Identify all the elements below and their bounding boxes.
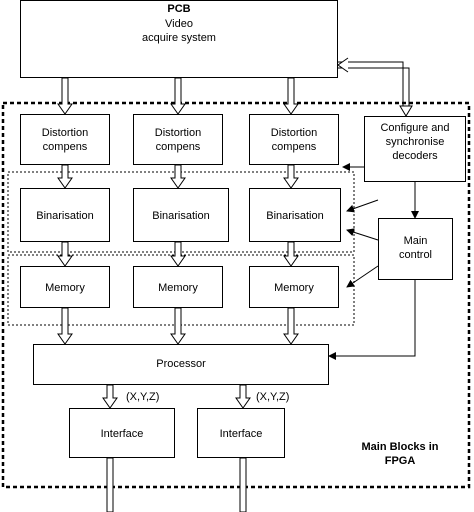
pcb-line2: acquire system [142, 32, 216, 44]
configure-line1: Configure and [380, 122, 450, 134]
configure-line3: decoders [392, 150, 438, 162]
memory-label-1: Memory [45, 282, 85, 294]
configure-line2: synchronise [385, 136, 445, 148]
memory-box-1 [20, 266, 110, 308]
memory-box-2 [133, 266, 223, 308]
interface-box-1 [69, 408, 175, 458]
distortion-label-3a: Distortion [270, 127, 318, 139]
distortion-label-1a: Distortion [41, 127, 89, 139]
configure-box [364, 116, 466, 182]
distortion-label-2a: Distortion [154, 127, 202, 139]
distortion-label-1b: compens [42, 141, 88, 153]
fpga-boundary [1, 101, 471, 489]
control-arrows [328, 163, 416, 360]
pcb-box [20, 0, 338, 78]
pcb-line1: Video [165, 18, 193, 30]
main-control-box [378, 218, 453, 280]
distortion-box-3 [249, 114, 339, 165]
fpga-caption-line1: Main Blocks in [361, 441, 439, 453]
memory-label-2: Memory [158, 282, 198, 294]
main-control-line1: Main [403, 235, 428, 247]
processor-label: Processor [156, 358, 206, 370]
memory-box-3 [249, 266, 339, 308]
processor-to-interface-arrows [102, 384, 251, 409]
pcb-title: PCB [167, 3, 191, 15]
pcb-to-distortion-arrows [57, 77, 299, 115]
pcb-configure-link [337, 57, 413, 117]
memory-label-3: Memory [274, 282, 314, 294]
xyz-label-2: (X,Y,Z) [256, 391, 290, 403]
distortion-box-1 [20, 114, 110, 165]
fpga-caption-line2: FPGA [384, 455, 416, 467]
distortion-label-2b: compens [155, 141, 201, 153]
distortion-box-2 [133, 114, 223, 165]
interface-label-2: Interface [219, 428, 263, 440]
binarisation-box-1 [20, 188, 110, 242]
binarisation-label-3: Binarisation [266, 210, 324, 222]
interface-label-1: Interface [100, 428, 144, 440]
binarisation-label-2: Binarisation [152, 210, 210, 222]
interface-output-lines [106, 457, 247, 512]
binarisation-box-3 [249, 188, 341, 242]
binarisation-to-memory-arrows [57, 241, 299, 267]
binarisation-label-1: Binarisation [36, 210, 94, 222]
binarisation-box-2 [133, 188, 229, 242]
interface-box-2 [197, 408, 285, 458]
distortion-label-3b: compens [271, 141, 317, 153]
distortion-to-binarisation-arrows [57, 164, 299, 189]
memory-to-processor-arrows [57, 307, 299, 345]
xyz-label-1: (X,Y,Z) [126, 391, 160, 403]
processor-box [33, 344, 329, 385]
main-control-line2: control [398, 249, 433, 261]
